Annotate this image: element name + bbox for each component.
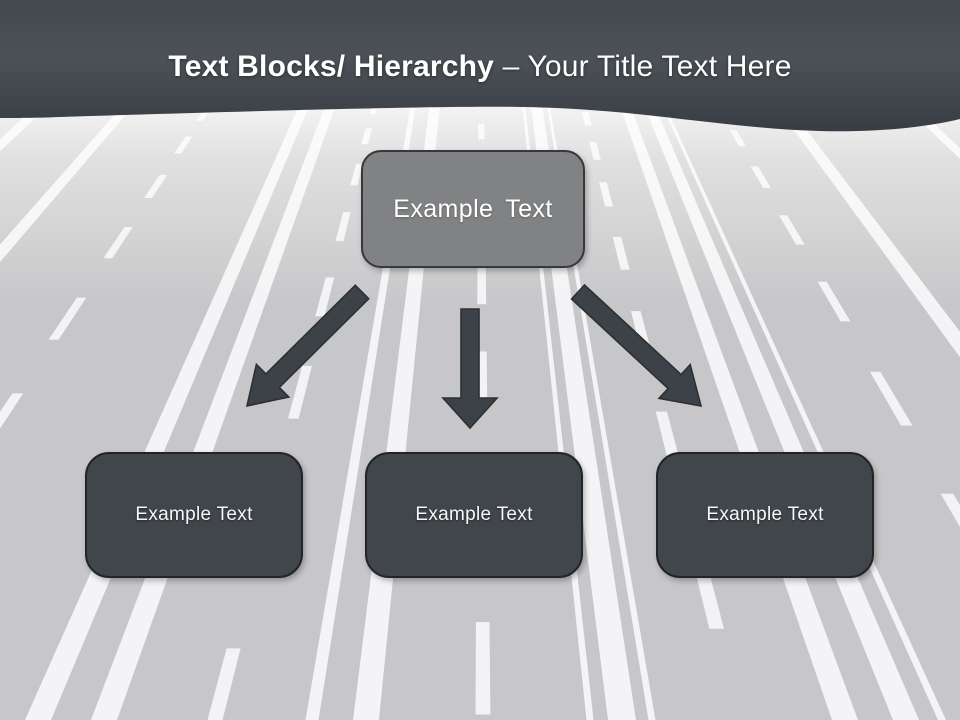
child-text-block-2[interactable]: Example Text (365, 452, 583, 578)
child-text-block-2-label: Example Text (415, 504, 533, 525)
header-banner: Text Blocks/ Hierarchy – Your Title Text… (0, 0, 960, 140)
root-text-block-label: Example Text (393, 194, 553, 223)
slide-title-sub: – Your Title Text Here (494, 50, 792, 83)
child-text-block-3[interactable]: Example Text (656, 452, 874, 578)
child-text-block-3-label: Example Text (706, 504, 824, 525)
child-text-block-1[interactable]: Example Text (85, 452, 303, 578)
root-text-block[interactable]: Example Text (361, 150, 585, 268)
header-wave (0, 0, 960, 132)
slide-title-main: Text Blocks/ Hierarchy (168, 50, 495, 83)
slide-title: Text Blocks/ Hierarchy – Your Title Text… (0, 50, 960, 85)
child-text-block-1-label: Example Text (135, 504, 253, 525)
